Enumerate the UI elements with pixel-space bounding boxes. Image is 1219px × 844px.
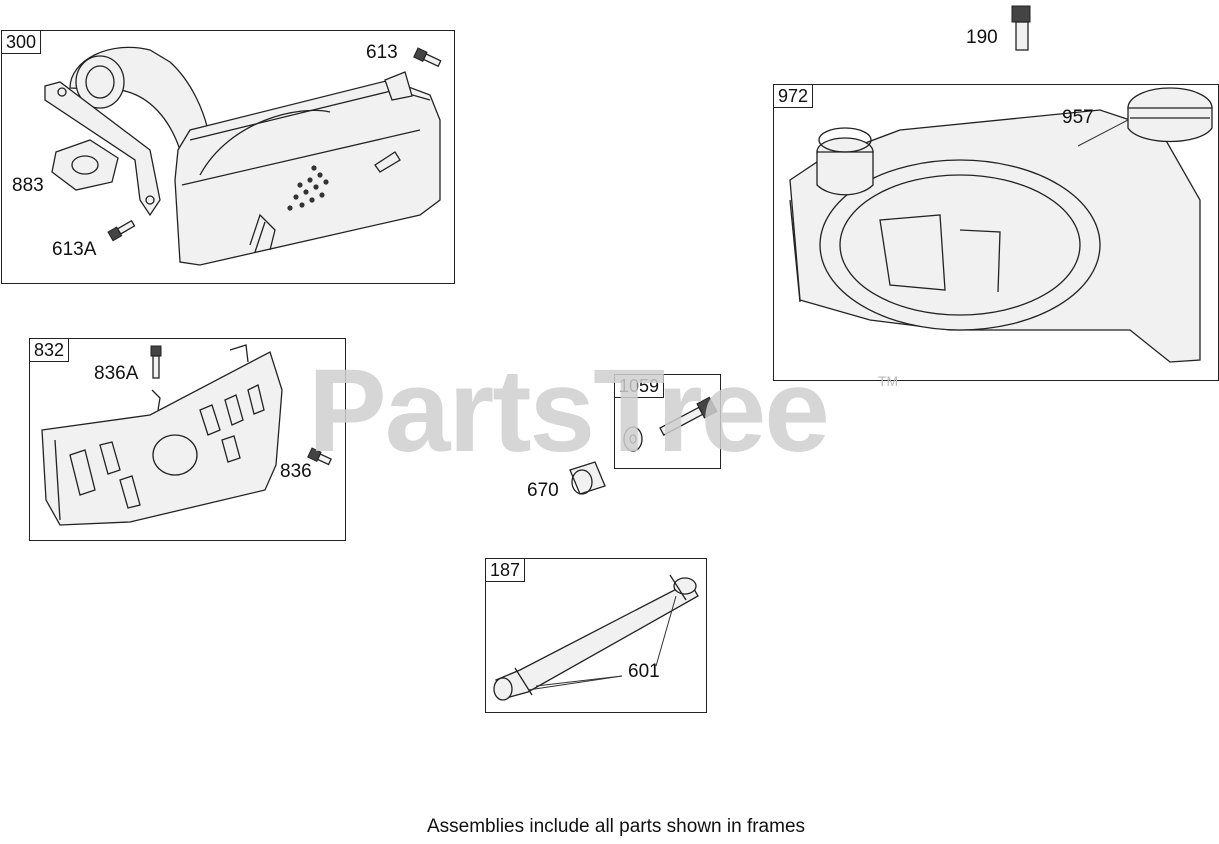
frame-label-187: 187 [486, 559, 526, 582]
frame-label-832: 832 [30, 339, 70, 362]
frame-label-1059: 1059 [615, 375, 665, 398]
frame-label-300: 300 [2, 31, 42, 54]
assembly-footnote: Assemblies include all parts shown in fr… [426, 816, 806, 837]
frame-tube-assembly[interactable]: 187 [485, 558, 707, 713]
trademark-mark: TM [878, 373, 899, 389]
callout-613a[interactable]: 613A [52, 239, 97, 260]
frame-label-972: 972 [774, 85, 814, 108]
partstree-watermark: PartsTree [308, 345, 830, 477]
frame-bolt-kit[interactable]: 1059 [614, 374, 721, 469]
frame-fuel-tank-assembly[interactable]: 972 [773, 84, 1219, 381]
callout-613[interactable]: 613 [366, 42, 398, 63]
callout-957[interactable]: 957 [1062, 107, 1094, 128]
callout-190[interactable]: 190 [966, 27, 998, 48]
frame-guard-assembly[interactable]: 832 [29, 338, 346, 541]
callout-883[interactable]: 883 [12, 175, 44, 196]
callout-836a[interactable]: 836A [94, 363, 139, 384]
callout-836[interactable]: 836 [280, 461, 312, 482]
fitting-190-illustration [1011, 5, 1031, 51]
callout-601[interactable]: 601 [628, 661, 660, 682]
callout-670[interactable]: 670 [527, 480, 559, 501]
